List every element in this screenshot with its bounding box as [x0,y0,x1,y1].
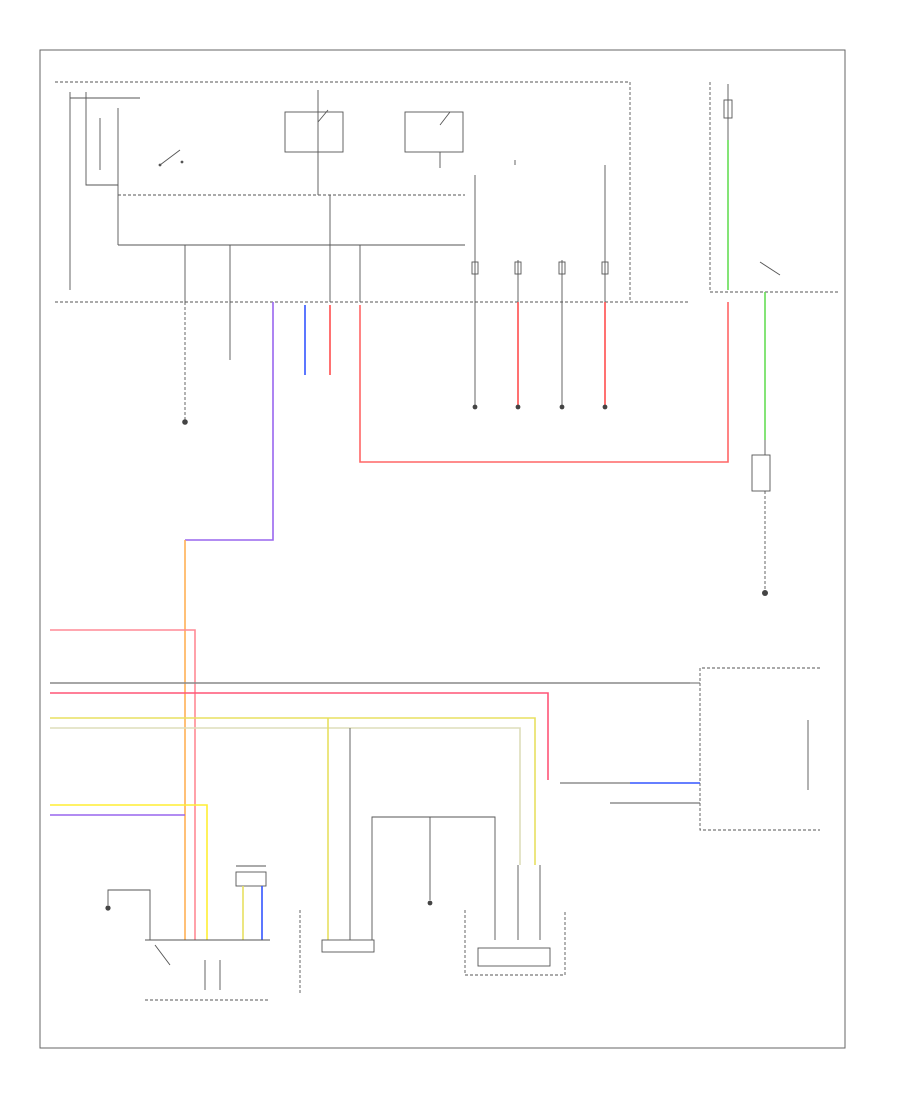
relay-icon [284,90,344,195]
power-mirror-switch [299,910,375,995]
lower-wiring [50,540,820,1001]
fuse-icon [601,261,609,275]
fuse-icon [514,261,522,275]
ground-icon [762,590,768,596]
power-window-switch [145,939,270,1001]
diagram-frame [39,49,846,1049]
relay-box [55,81,840,303]
right-feed [723,84,781,440]
fuse-icon [471,261,479,275]
ground-icon [182,419,188,425]
fuse-icon [751,440,771,492]
body-control-module [560,667,820,831]
top-wires [182,302,729,541]
right-control-switch [464,910,566,976]
connector-icon [235,865,267,940]
relay-icon [404,111,464,168]
relay-icon [158,149,184,167]
right-fuse [751,440,771,596]
fuse-icon [558,261,566,275]
